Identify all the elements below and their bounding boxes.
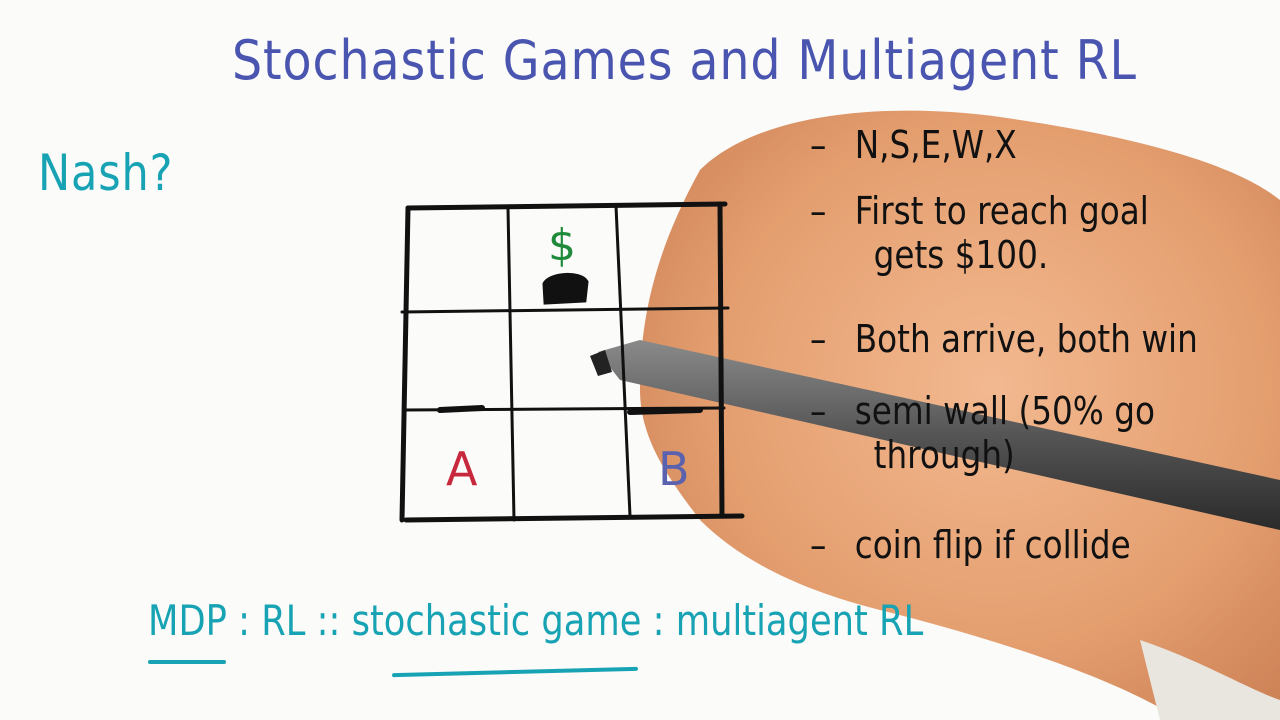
- rule-text: First to reach goal: [854, 189, 1149, 233]
- semi-wall-left: [437, 405, 485, 413]
- semi-wall-right: [627, 407, 703, 415]
- rule-dash: –: [810, 123, 827, 167]
- grid-col-line-1: [506, 206, 516, 522]
- grid-world: $ A B: [399, 201, 745, 523]
- rule-text: coin flip if collide: [854, 523, 1131, 567]
- grid-right-border: [717, 201, 725, 519]
- rule-dash: –: [810, 523, 827, 567]
- rule-text: semi wall (50% go: [854, 389, 1155, 433]
- grid-col-line-2: [614, 204, 632, 518]
- nash-question: Nash?: [38, 144, 174, 202]
- rule-coin-flip: –coin flip if collide: [810, 523, 1131, 568]
- goal-dollar: $: [548, 220, 576, 271]
- rule-actions: –N,S,E,W,X: [810, 123, 1017, 168]
- rule-both-arrive: –Both arrive, both win: [810, 317, 1198, 362]
- grid-bottom-border: [403, 513, 745, 523]
- mdp-underline: [148, 660, 226, 664]
- goal-marker: [542, 273, 589, 305]
- grid-row-line-1: [400, 306, 730, 314]
- rule-continuation: gets $100.: [873, 232, 1049, 277]
- rule-text: N,S,E,W,X: [854, 123, 1017, 167]
- player-a-label: A: [446, 442, 478, 496]
- rule-first-to-goal: –First to reach goal gets $100.: [810, 189, 1149, 277]
- rule-text: Both arrive, both win: [854, 317, 1198, 361]
- analogy-line: MDP : RL :: stochastic game : multiagent…: [148, 600, 1071, 642]
- grid-top-border: [405, 201, 728, 211]
- grid-left-border: [399, 205, 411, 523]
- rule-dash: –: [810, 317, 827, 361]
- page-title: Stochastic Games and Multiagent RL: [232, 29, 1137, 92]
- player-b-label: B: [658, 442, 690, 496]
- rule-continuation: through): [873, 432, 1015, 477]
- rule-dash: –: [810, 389, 827, 433]
- analogy-text: MDP : RL :: stochastic game : multiagent…: [148, 596, 924, 645]
- rule-dash: –: [810, 189, 827, 233]
- rule-semi-wall: –semi wall (50% go through): [810, 389, 1155, 477]
